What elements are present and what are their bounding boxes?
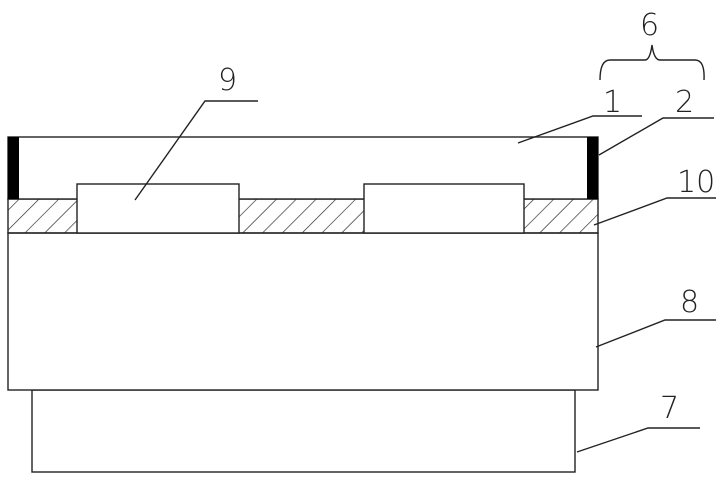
label-7: 7	[660, 391, 679, 426]
substrate-layer-8	[7, 232, 599, 391]
callout-8: 8	[595, 285, 716, 348]
side-seal-right	[587, 137, 598, 199]
chip-9-left	[76, 183, 240, 234]
callout-6: 6	[599, 8, 705, 81]
side-seal-left	[8, 137, 19, 199]
label-6: 6	[640, 8, 659, 43]
callout-9: 9	[134, 63, 258, 201]
callout-1: 1	[517, 85, 642, 144]
base-layer-7	[31, 389, 576, 473]
label-1: 1	[603, 85, 622, 120]
callout-7: 7	[576, 391, 700, 453]
brace	[599, 44, 705, 81]
label-9: 9	[218, 63, 237, 98]
callout-2: 2	[598, 85, 714, 156]
label-10: 10	[677, 165, 715, 200]
chip-9-right	[363, 183, 525, 234]
callout-10: 10	[593, 165, 716, 226]
label-2: 2	[675, 85, 694, 120]
label-8: 8	[680, 285, 699, 320]
